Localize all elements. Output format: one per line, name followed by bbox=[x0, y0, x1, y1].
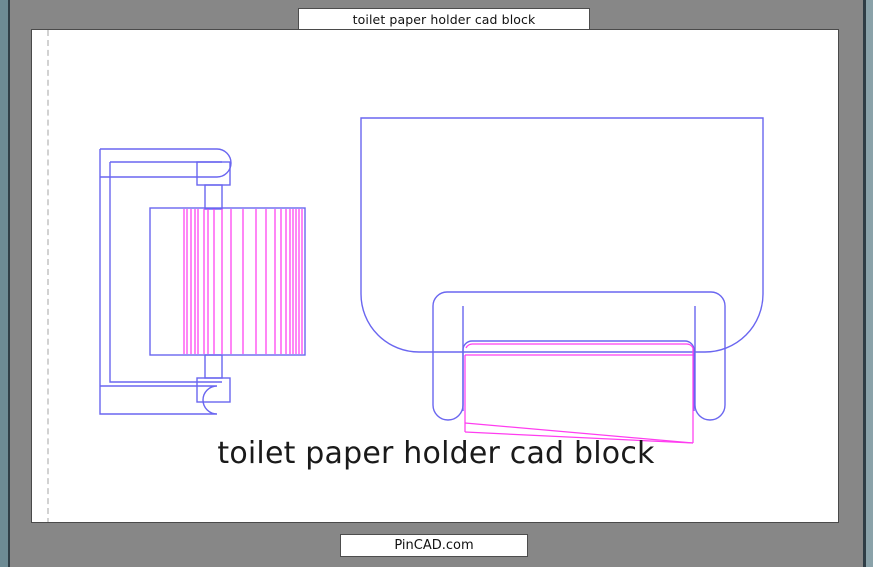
drawing-title-text: toilet paper holder cad block bbox=[352, 11, 536, 27]
drawing-footer-plate: PinCAD.com bbox=[340, 534, 528, 557]
cad-geometry bbox=[99, 117, 764, 444]
cad-view-front bbox=[360, 117, 764, 421]
cad-view-side bbox=[99, 148, 306, 415]
sheet-top-edge bbox=[465, 343, 694, 349]
drawing-footer-text: PinCAD.com bbox=[394, 538, 474, 553]
drawing-sheet: toilet paper holder cad block bbox=[31, 29, 839, 523]
wall-plate bbox=[360, 117, 764, 353]
sheet-fold-lower bbox=[464, 431, 694, 444]
holder-u-bracket-left bbox=[432, 306, 464, 421]
paper-roll-body bbox=[149, 207, 306, 356]
roll-outline bbox=[462, 340, 695, 411]
drawing-title-plate: toilet paper holder cad block bbox=[298, 8, 590, 30]
holder-u-bracket-right bbox=[694, 306, 726, 421]
outer-bracket-arm bbox=[99, 149, 218, 415]
sheet-fold-upper bbox=[464, 422, 694, 444]
paper-roll-windings bbox=[183, 209, 303, 354]
holder-u-bracket-top bbox=[432, 291, 726, 307]
sheet-margin-guide bbox=[47, 30, 49, 522]
sheet-caption: toilet paper holder cad block bbox=[217, 436, 655, 471]
outer-bracket-arm-top bbox=[100, 148, 232, 178]
upper-spindle-boss bbox=[196, 161, 231, 186]
mat-right-edge bbox=[863, 0, 866, 567]
inner-bracket-arm bbox=[109, 162, 222, 383]
lower-spindle-boss bbox=[196, 377, 231, 403]
hanging-sheet bbox=[464, 343, 694, 444]
lower-spindle-shaft bbox=[204, 354, 223, 379]
upper-spindle-shaft bbox=[204, 184, 223, 210]
mat-left-edge bbox=[8, 0, 10, 567]
